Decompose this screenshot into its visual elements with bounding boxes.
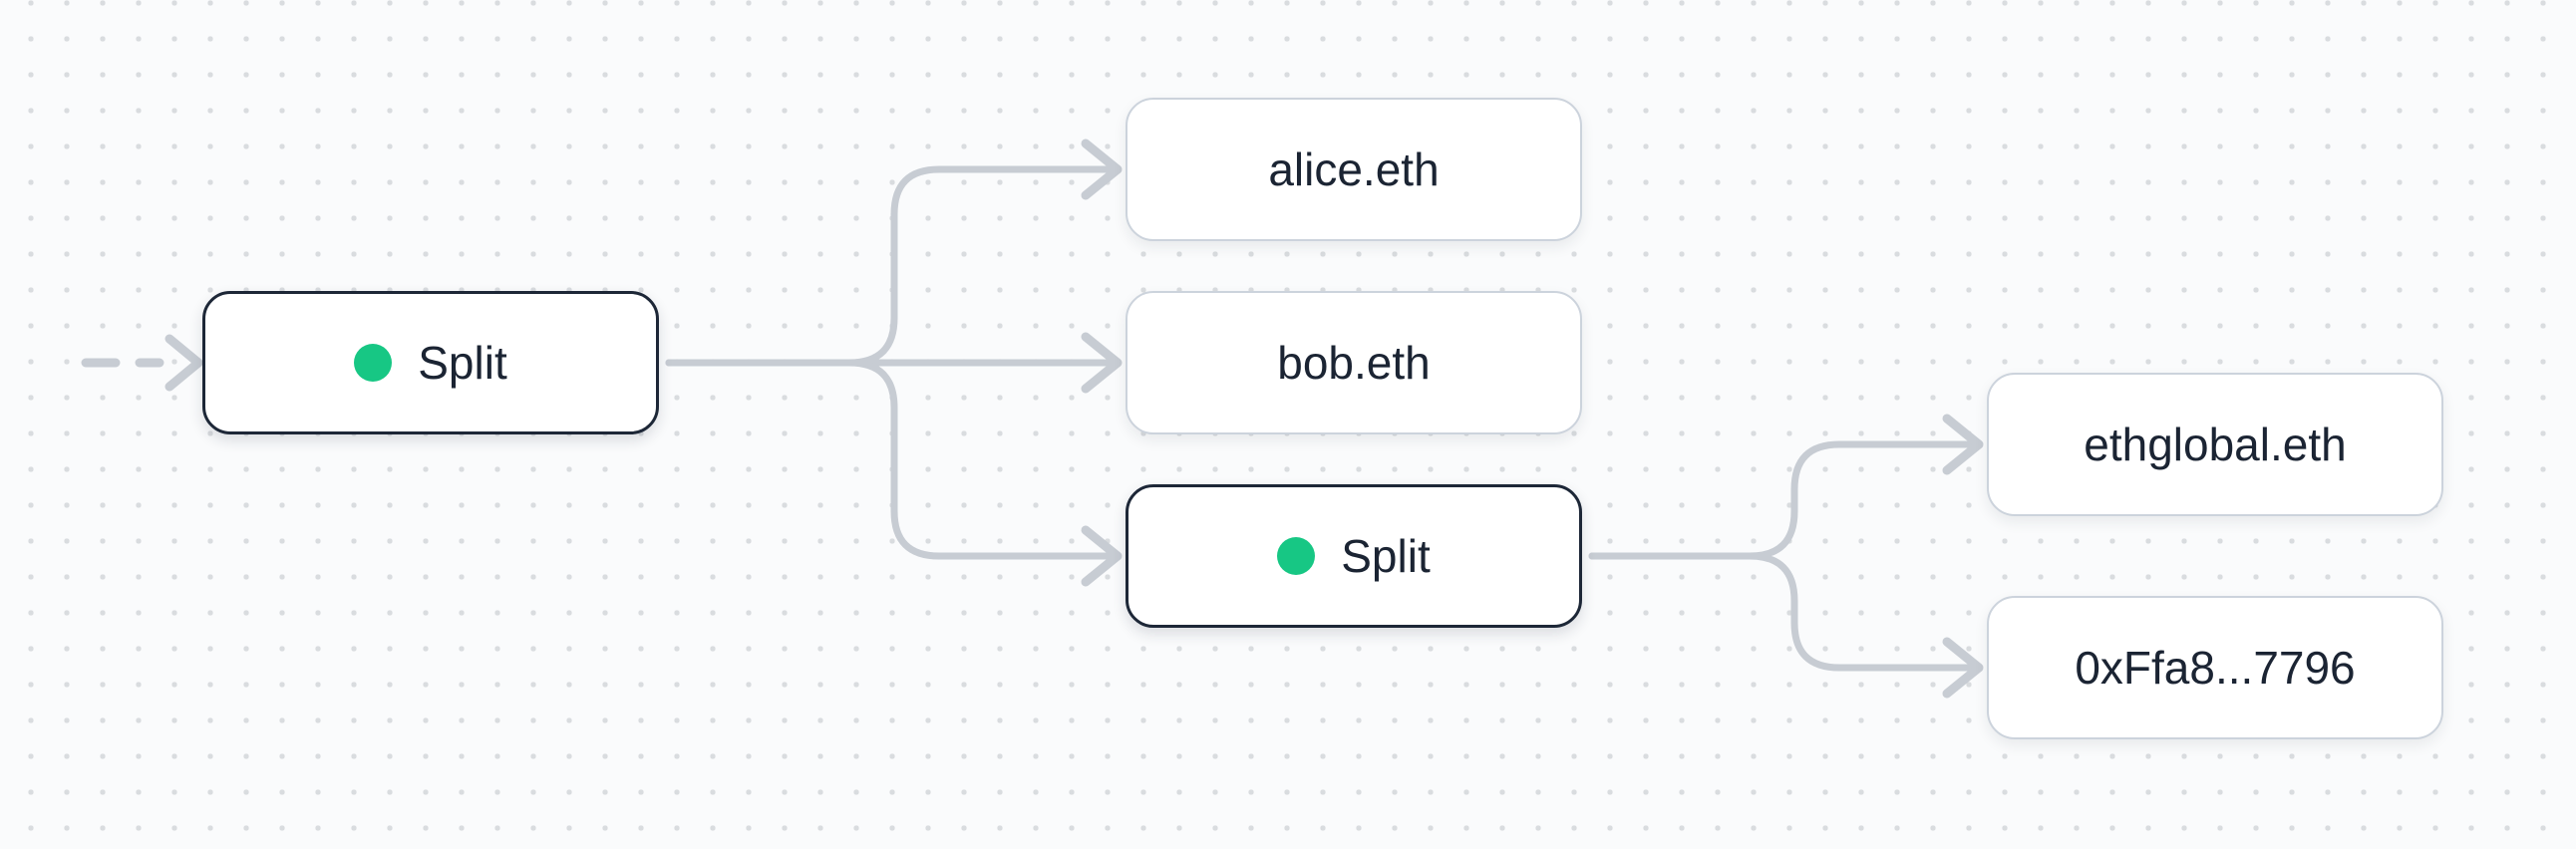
node-recipient-0xffa8[interactable]: 0xFfa8...7796 [1987,596,2443,739]
node-split-1[interactable]: Split [202,291,659,434]
split-status-dot [1277,537,1316,575]
node-recipient-bob[interactable]: bob.eth [1126,291,1582,434]
edge-split2-ethglobal[interactable] [1588,414,1984,560]
node-label: Split [1341,530,1431,582]
arrowhead-bob [1081,332,1123,394]
node-label: ethglobal.eth [2084,419,2347,470]
node-label: 0xFfa8...7796 [2075,642,2356,694]
edge-split2-ethglobal-line [1588,440,1974,560]
node-split-2[interactable]: Split [1126,484,1582,628]
split-status-dot [354,344,393,382]
edge-split1-split2[interactable] [665,359,1123,587]
edge-split2-0xffa8-line [1588,552,1974,672]
edge-split1-alice[interactable] [665,139,1123,367]
arrowhead-alice [1081,139,1123,200]
edge-split2-0xffa8[interactable] [1588,552,1984,699]
node-recipient-ethglobal[interactable]: ethglobal.eth [1987,373,2443,516]
arrowhead-inflow [164,334,203,392]
node-label: Split [418,337,507,389]
arrowhead-0xffa8 [1942,637,1984,699]
node-label: alice.eth [1268,143,1440,195]
node-label: bob.eth [1277,337,1431,389]
edge-inflow-split1[interactable] [81,334,203,392]
arrowhead-ethglobal [1942,414,1984,475]
edge-split1-alice-line [665,165,1113,367]
node-recipient-alice[interactable]: alice.eth [1126,98,1582,241]
edge-split1-split2-line [665,359,1113,560]
arrowhead-split2 [1081,525,1123,587]
